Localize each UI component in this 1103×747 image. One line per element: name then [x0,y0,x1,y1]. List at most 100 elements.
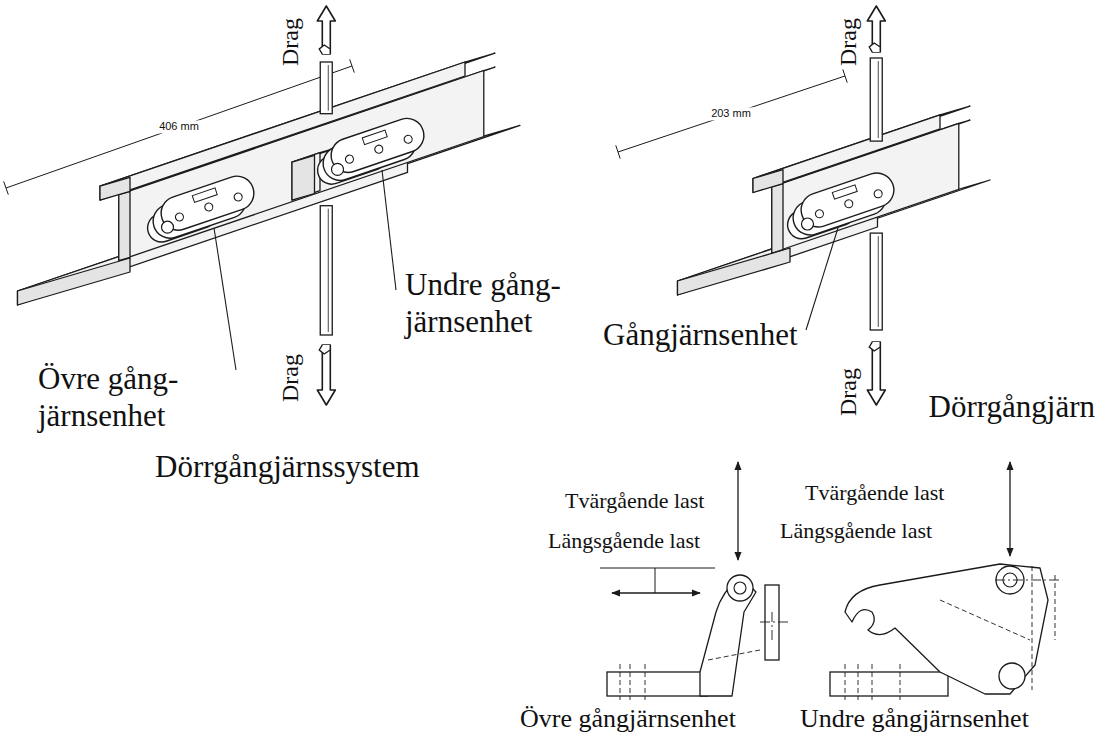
part-caption: Undre gångjärnsenhet [800,703,1029,734]
link-hole [233,192,243,202]
channel-wall [772,184,783,253]
side-bracket [765,585,779,660]
channel-flange [100,62,465,200]
hinge-pin [802,218,814,230]
dimension-tick [616,145,620,158]
channel-flange [753,170,783,193]
load-label: Tvärgående last [805,480,944,506]
dimension-tick [843,69,847,82]
hinge-arm [700,576,756,696]
pull-arrow [317,6,335,54]
link-slot [192,188,217,202]
leader-line [806,228,838,330]
center-bracket [292,153,320,201]
pull-label: Drag [276,18,305,66]
hinge-pin [727,575,753,601]
center-line [772,612,773,640]
pull-rod [320,206,332,335]
load-leader [655,568,656,593]
leader-line [214,228,236,370]
pull-arrow [867,6,885,52]
link-plate [797,168,899,231]
part-label: Undre gång- järnsenhet [405,266,580,340]
link-plate [327,114,429,177]
hinge-pin-bore [734,582,746,594]
figure-title: Dörrgångjärnssystem [155,448,420,485]
figure-title: Dörrgångjärn [929,388,1095,425]
hook-body [845,564,1048,694]
hinge-link [327,114,429,177]
pull-arrow-tail [869,342,880,351]
pull-arrow-tail [319,345,330,354]
channel-flange [100,177,130,200]
pull-label: Drag [834,18,863,66]
pull-label: Drag [276,354,305,402]
hidden-line [645,664,646,700]
link-plate [157,172,259,235]
load-arrow [1009,462,1010,556]
hidden-line [940,600,1030,640]
pull-arrow-tail [319,45,330,54]
hinge-pin [162,221,174,233]
hidden-line [1055,575,1056,640]
load-label: Längsgående last [548,528,700,554]
hidden-line [858,664,859,700]
rod-shading [878,61,879,138]
leader-line [382,170,396,290]
dimension-label: 203 mm [708,107,754,120]
load-leader [600,568,715,569]
pull-rod [320,62,332,114]
link-hole [403,134,413,144]
hidden-line [708,650,760,660]
hinge-system-fixture [4,6,520,405]
center-line [760,622,790,623]
link-hole [204,202,214,212]
link-hole [814,209,824,219]
link-hole [174,212,184,222]
center-line [995,580,1062,581]
pull-arrow-tail [869,43,880,52]
link-slot [362,130,387,144]
hidden-line [900,664,901,700]
load-label: Tvärgående last [565,488,704,514]
base-plate [18,258,131,305]
part-label: Gångjärnsenhet [603,316,798,353]
link-hole [374,144,384,154]
base-flange [607,672,707,696]
channel-wall [119,191,130,260]
pull-arrow [867,342,885,405]
hidden-line [872,664,873,700]
base-flange [830,672,948,696]
rod-shading [328,65,329,111]
part-caption: Övre gångjärnsenhet [520,703,736,734]
rod-shading [328,209,329,332]
hidden-line [630,664,631,700]
load-arrow [612,592,700,593]
link-hole [873,189,883,199]
base-plate [678,248,791,295]
pull-label: Drag [834,368,863,416]
dimension-line [618,76,845,152]
hinge-link [157,172,259,235]
channel-flange [753,115,940,193]
pull-rod [870,233,882,330]
link-hole [344,154,354,164]
pull-rod [870,58,882,141]
rod-shading [878,236,879,327]
hinge-pin [332,163,344,175]
dimension-label: 406 mm [156,120,202,133]
hidden-line [620,664,621,700]
load-label: Längsgående last [780,518,932,544]
center-bracket [292,156,315,201]
part-label: Övre gång- järnsenhet [38,360,213,434]
link-slot [832,185,857,199]
dimension-tick [350,59,355,72]
hidden-line [1032,566,1033,690]
hinge-pin [999,663,1025,689]
link-hole [844,199,854,209]
hinge-link [797,168,899,231]
hidden-line [845,664,846,700]
load-arrow [737,462,738,560]
dimension-tick [4,181,9,194]
